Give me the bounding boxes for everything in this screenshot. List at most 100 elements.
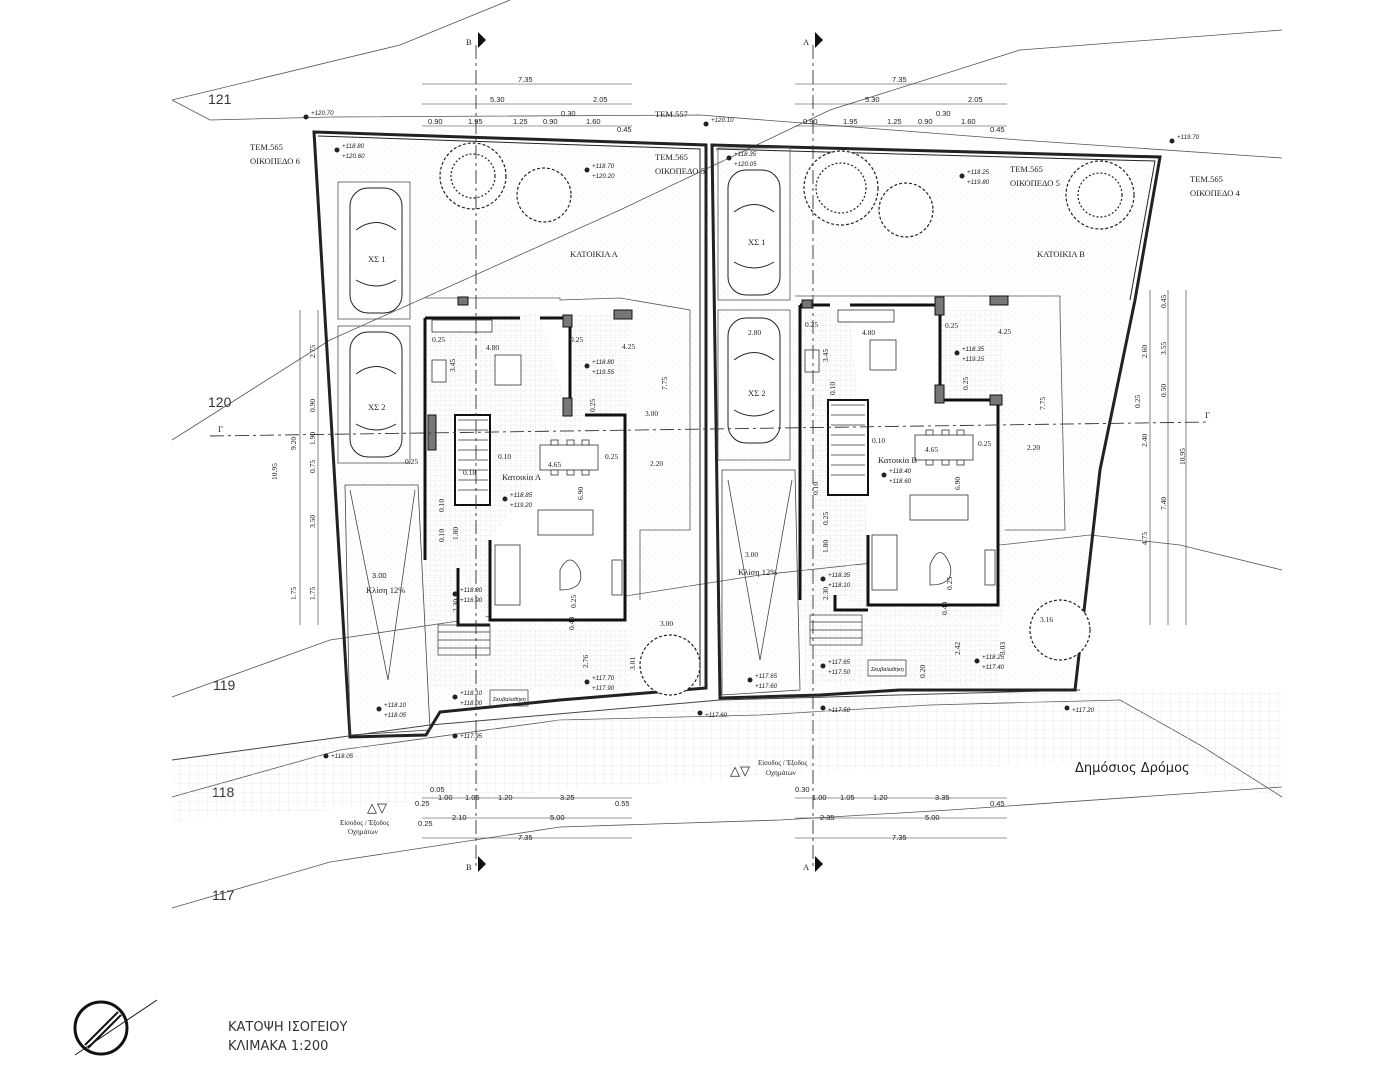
dim-label: 5.00 [550,813,565,822]
level-value: +120.20 [592,173,615,180]
dim-label: 0.25 [570,335,583,344]
dim-label: 7.75 [1038,397,1047,410]
level-value: +118.80 [460,587,483,594]
level-value: +118.25 [982,654,1005,661]
entry-label-a: Οχημάτων [348,828,378,836]
dim-label: 0.30 [936,109,951,118]
level-marker: +118.70 +120.20 [584,163,615,180]
dim-label: 0.25 [821,512,830,525]
level-marker: +117.65+117.50 [820,659,851,676]
dim-label: 0.25 [945,321,958,330]
dim-label: 0.05 [430,785,445,794]
level-marker: +118.25+119.80 [959,169,990,186]
neighbor-label: ΟΙΚΟΠΕΔΟ 5 [655,166,705,176]
ramp-slope-b: Κλίση 12% [738,567,777,577]
neighbor-label: ΤΕΜ.565 [1190,174,1223,184]
level-value: +118.35 [828,572,851,579]
level-marker: +118.80 +116.90 [452,587,483,604]
dim-label: 2.10 [452,813,467,822]
level-value: +118.10 [460,690,483,697]
level-value: +120.05 [734,161,757,168]
dim-label: 0.30 [795,785,810,794]
level-value: +117.65 [755,673,778,680]
dim-label: 2.75 [308,345,317,358]
level-value: +117.60 [705,712,728,719]
contour-label: 120 [208,394,232,410]
level-value: +120.70 [311,110,334,117]
stair-house-a [458,419,488,491]
dim-label: 2.42 [953,642,962,655]
dim-label: 3.01 [628,657,637,670]
level-value: +117.70 [592,675,615,682]
contour-label: 119 [213,677,236,693]
level-value: +118.80 [342,143,365,150]
level-value: +118.35 [962,346,985,353]
level-value: +119.55 [592,369,615,376]
drawing-title: ΚΑΤΟΨΗ ΙΣΟΓΕΙΟΥ [228,1020,348,1035]
dim-label: 4.80 [486,343,499,352]
dim-label: 5.30 [490,95,505,104]
level-markers: +120.70 +120.10 +119.70 +118.80+120.60 +… [303,110,1200,760]
dim-label: 0.45 [617,125,632,134]
dim-label: 0.75 [308,460,317,473]
section-mark: Γ [1205,410,1210,420]
level-marker: +120.70 [303,110,334,120]
dim-label: 1.00 [438,793,453,802]
dim-label: 10.95 [270,463,279,480]
dim-label: 0.10 [828,382,837,395]
dim-label: 2.20 [650,459,663,468]
inner-dims-a: 4.80 0.25 3.45 4.25 0.25 7.75 3.00 0.25 … [405,335,673,670]
right-vertical-dims: 10.95 7.40 4.75 3.55 2.60 2.40 0.45 0.50… [1133,295,1187,545]
left-vertical-dims: 10.95 9.20 2.75 0.90 1.90 0.75 3.50 1.75… [270,345,317,600]
dim-label: 3.16 [1040,615,1053,624]
dim-label: 3.50 [308,515,317,528]
dim-label: 9.20 [289,437,298,450]
dim-label: 4.80 [862,328,875,337]
dim-label: 6.90 [576,487,585,500]
section-mark: Β [466,37,472,47]
level-value: +117.65 [828,659,851,666]
section-mark: Β [466,862,472,872]
dim-label: 7.35 [892,75,907,84]
dim-label: 1.90 [308,432,317,445]
level-value: +116.90 [460,597,483,604]
dim-label: 4.75 [1140,532,1149,545]
dim-label: 7.35 [518,75,533,84]
level-marker: +117.65+117.60 [747,673,778,690]
parking-label: ΧΣ 1 [748,237,765,247]
dimension-lines [299,83,1187,839]
level-value: +117.50 [828,707,851,714]
dim-label: 3.25 [560,793,575,802]
room-label-b: Κατοικία Β [878,455,917,465]
dim-label: 2.05 [968,95,983,104]
north-arrow-icon [73,999,158,1056]
furniture-house-b [804,309,996,591]
dim-label: 0.25 [418,819,433,828]
level-marker: +118.80 +119.55 [584,359,615,376]
dim-label: 2.60 [1140,345,1149,358]
dim-label: 0.18 [463,468,476,477]
dim-label: 0.25 [945,577,954,590]
neighbor-label: ΤΕΜ.565 [655,152,688,162]
dim-label: 4.65 [548,460,561,469]
dim-label: 1.05 [465,793,480,802]
neighbor-label: ΤΕΜ.565 [250,142,283,152]
dim-label: 0.10 [437,529,446,542]
level-value: +118.70 [592,163,615,170]
level-value: +118.80 [592,359,615,366]
neighbor-label: ΟΙΚΟΠΕΔΟ 5 [1010,178,1060,188]
bins-label-b: Σκυβαλοθήκη [870,666,904,673]
level-value: +118.40 [889,468,912,475]
dim-label: 0.90 [543,117,558,126]
dim-label: 3.00 [372,571,387,580]
inner-dims-b: 2.80 4.80 0.25 3.45 4.25 0.25 7.75 0.10 … [745,320,1053,678]
level-marker: +118.25+117.40 [974,654,1005,671]
dim-label: 0.90 [803,117,818,126]
neighbor-label: ΤΕΜ.557 [655,109,688,119]
dim-label: 1.05 [840,793,855,802]
dim-label: 0.10 [437,499,446,512]
dim-label: 4.65 [925,445,938,454]
dim-label: 2.80 [748,328,761,337]
level-marker: +117.50 [820,705,851,714]
